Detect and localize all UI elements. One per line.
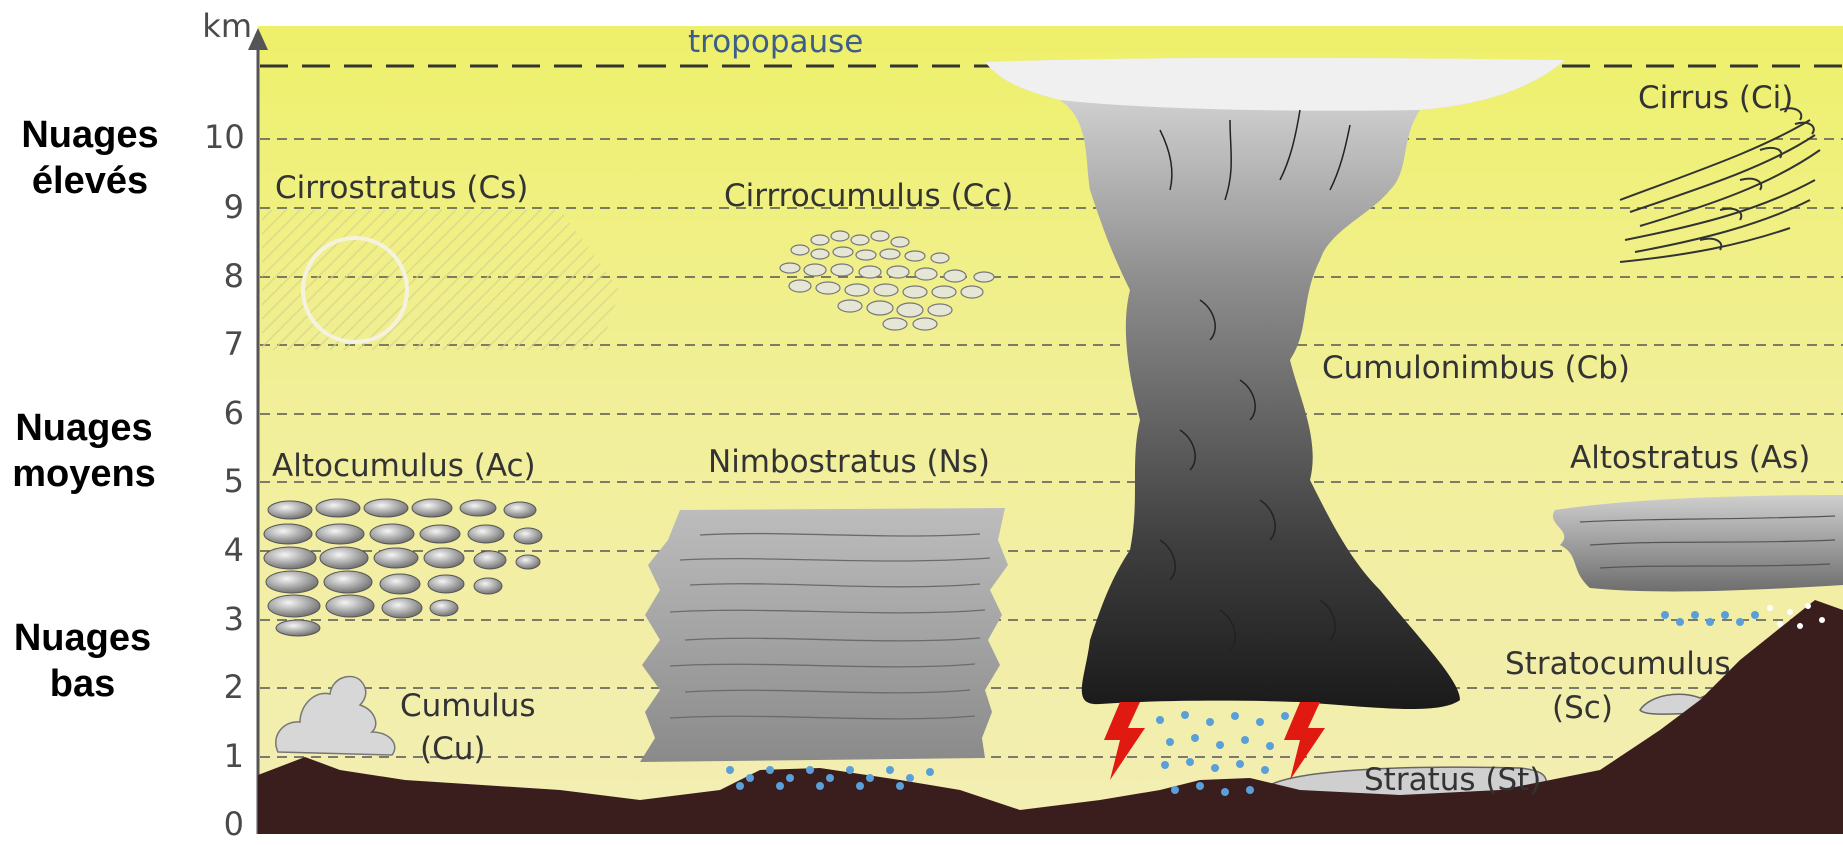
stratocumulus-label: Stratocumulus [1505,646,1731,682]
tropopause-label: tropopause [688,24,863,60]
cirrocumulus-label: Cirrrocumulus (Cc) [724,178,1013,214]
altostratus-cloud [1553,495,1843,591]
cumulonimbus-label: Cumulonimbus (Cb) [1322,350,1630,386]
cirrus-label: Cirrus (Ci) [1638,80,1793,116]
altostratus-label: Altostratus (As) [1570,440,1810,476]
nimbostratus-cloud [640,508,1008,762]
altocumulus-label: Altocumulus (Ac) [272,448,536,484]
stratus-label: Stratus (St) [1364,762,1541,798]
cumulus-abbrev-label: (Cu) [420,731,485,767]
cumulus-label: Cumulus [400,688,536,724]
cirrostratus-label: Cirrostratus (Cs) [275,170,528,206]
stratocumulus-abbrev-label: (Sc) [1552,690,1613,726]
cirrostratus-cloud [262,210,620,350]
nimbostratus-label: Nimbostratus (Ns) [708,444,990,480]
